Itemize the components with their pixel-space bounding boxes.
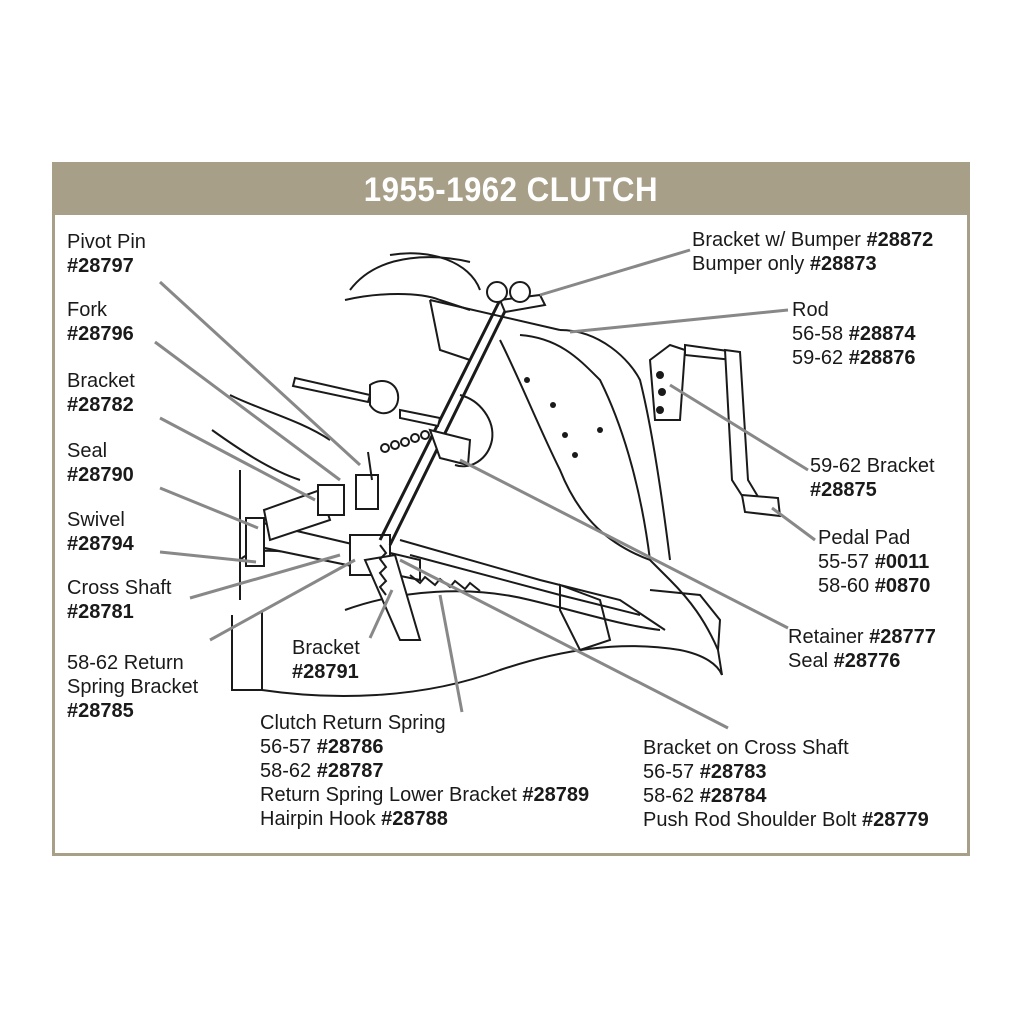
rod-name: Rod: [792, 299, 829, 321]
label-rod: Rod 56-58 #28874 59-62 #28876: [792, 298, 915, 370]
pivot-pin-part: #28797: [67, 255, 134, 277]
bracket-part: #28782: [67, 394, 134, 416]
crs-part3: #28789: [522, 784, 590, 806]
bocs-part3: #28779: [862, 809, 929, 831]
pedal-pad-year2: 58-60: [818, 575, 870, 597]
pivot-pin-name: Pivot Pin: [67, 231, 146, 253]
crs-part1: #28786: [316, 736, 384, 758]
diagram-frame: 1955-1962 CLUTCH: [52, 162, 970, 856]
bb-part1: #28872: [866, 229, 934, 251]
leader-lines: [154, 248, 816, 730]
rod-part1: #28874: [848, 323, 916, 345]
cross-shaft-drawing: [245, 474, 422, 641]
diagram-title: 1955-1962 CLUTCH: [363, 170, 659, 209]
rod-year2: 59-62: [792, 347, 844, 369]
body-panel-drawing: [211, 252, 723, 697]
pedal-pad-year1: 55-57: [818, 551, 870, 573]
label-swivel: Swivel #28794: [67, 508, 134, 556]
clutch-pedal-drawing: [648, 343, 782, 518]
label-retainer: Retainer #28777 Seal #28776: [788, 625, 936, 673]
label-bracket-bumper: Bracket w/ Bumper #28872 Bumper only #28…: [692, 228, 933, 276]
bocs-bolt: Push Rod Shoulder Bolt: [643, 809, 857, 831]
crs-year2: 58-62: [260, 760, 312, 782]
label-pivot-pin: Pivot Pin #28797: [67, 230, 146, 278]
label-cross-shaft: Cross Shaft #28781: [67, 576, 171, 624]
label-pedal-pad: Pedal Pad 55-57 #0011 58-60 #0870: [818, 526, 930, 598]
bracket-28791-part: #28791: [292, 661, 359, 683]
seal-name: Seal: [67, 440, 108, 462]
pedal-pad-name: Pedal Pad: [818, 527, 911, 549]
fork-name: Fork: [67, 299, 107, 321]
bracket-name: Bracket: [67, 370, 135, 392]
bracket-28791-name: Bracket: [292, 637, 360, 659]
firewall-bolts: [524, 377, 603, 458]
bocs-part1: #28783: [699, 761, 767, 783]
label-bracket-59-62: 59-62 Bracket #28875: [810, 454, 935, 502]
cross-shaft-part: #28781: [67, 601, 134, 623]
bracket-59-62-name: 59-62 Bracket: [810, 455, 935, 477]
rod-year1: 56-58: [792, 323, 844, 345]
crs-lower-bracket: Return Spring Lower Bracket: [260, 784, 517, 806]
return-spring-bracket-part: #28785: [67, 700, 134, 722]
retainer-seal-part: #28776: [833, 650, 901, 672]
label-fork: Fork #28796: [67, 298, 134, 346]
crs-year1: 56-57: [260, 736, 312, 758]
crs-part2: #28787: [316, 760, 384, 782]
bb-part2: #28873: [809, 253, 877, 275]
pedal-pad-part1: #0011: [874, 551, 930, 573]
bocs-year2: 58-62: [643, 785, 695, 807]
label-bracket: Bracket #28782: [67, 369, 135, 417]
bocs-year1: 56-57: [643, 761, 695, 783]
retainer-seal-name: Seal: [788, 650, 829, 672]
pedal-pad-part2: #0870: [874, 575, 931, 597]
clutch-return-spring-name: Clutch Return Spring: [260, 712, 446, 734]
crs-part4: #28788: [381, 808, 448, 830]
bocs-name: Bracket on Cross Shaft: [643, 737, 849, 759]
bb-bumper: Bumper only: [692, 253, 805, 275]
label-return-spring-bracket: 58-62 Return Spring Bracket #28785: [67, 651, 198, 723]
seal-part: #28790: [67, 464, 134, 486]
bb-name: Bracket w/ Bumper: [692, 229, 861, 251]
fork-part: #28796: [67, 323, 134, 345]
return-spring-bracket-name2: Spring Bracket: [67, 676, 199, 698]
fork-drawing: [291, 376, 472, 481]
retainer-name: Retainer: [788, 626, 864, 648]
label-clutch-return-spring: Clutch Return Spring 56-57 #28786 58-62 …: [260, 711, 589, 831]
rod-part2: #28876: [848, 347, 916, 369]
bocs-part2: #28784: [699, 785, 767, 807]
label-seal: Seal #28790: [67, 439, 134, 487]
crs-hairpin: Hairpin Hook: [260, 808, 376, 830]
return-spring-bracket-name1: 58-62 Return: [67, 652, 184, 674]
cross-shaft-name: Cross Shaft: [67, 577, 172, 599]
retainer-part: #28777: [869, 626, 936, 648]
label-bracket-28791: Bracket #28791: [292, 636, 360, 684]
title-bar: 1955-1962 CLUTCH: [55, 165, 967, 215]
swivel-part: #28794: [67, 533, 134, 555]
label-bracket-on-cross-shaft: Bracket on Cross Shaft 56-57 #28783 58-6…: [643, 736, 929, 832]
bracket-59-62-part: #28875: [810, 479, 877, 501]
swivel-name: Swivel: [67, 509, 125, 531]
